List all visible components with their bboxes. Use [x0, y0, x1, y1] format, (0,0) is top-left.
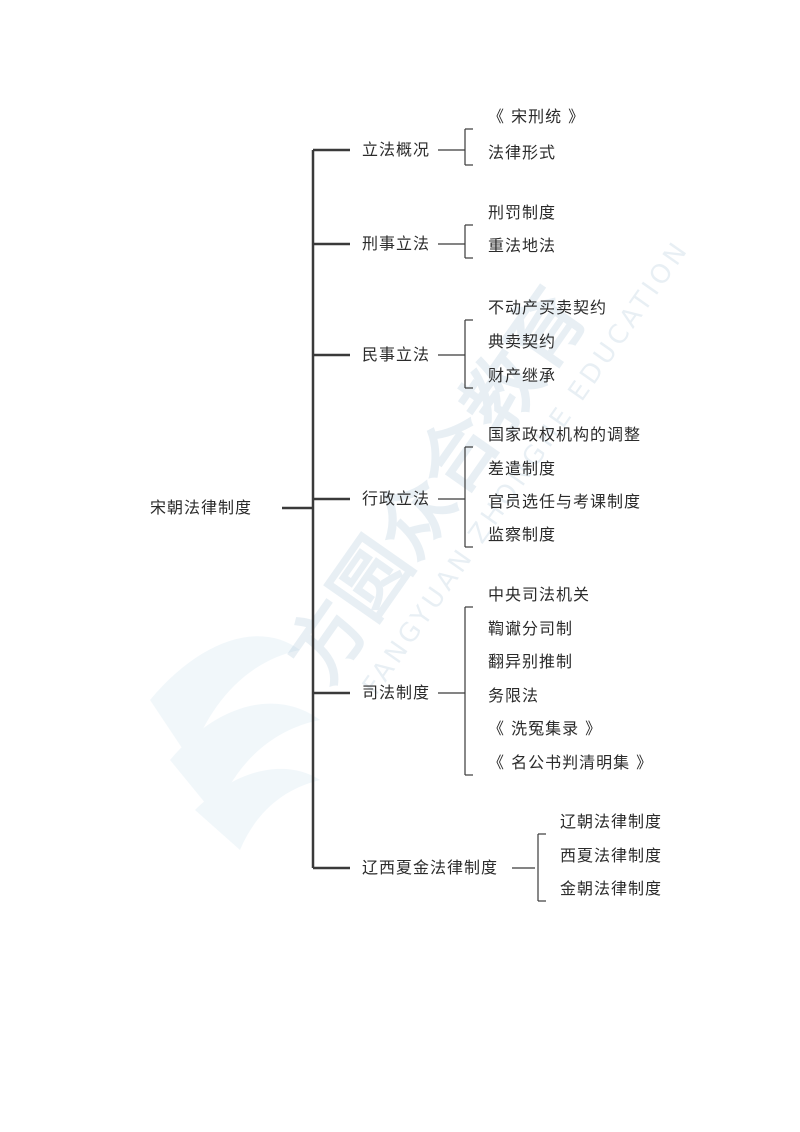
child-label: 财产继承 — [488, 366, 557, 385]
root-label: 宋朝法律制度 — [150, 498, 253, 517]
child-label: 《 名公书判清明集 》 — [488, 753, 654, 772]
branch-label: 立法概况 — [362, 140, 431, 159]
child-label: 鞫谳分司制 — [488, 619, 574, 638]
branch-label: 刑事立法 — [362, 234, 431, 253]
child-label: 重法地法 — [488, 236, 557, 255]
child-label: 中央司法机关 — [488, 585, 591, 604]
child-label: 不动产买卖契约 — [488, 298, 608, 317]
branch-label: 民事立法 — [362, 345, 431, 364]
branch-label: 司法制度 — [362, 683, 431, 702]
child-label: 《 宋刑统 》 — [488, 107, 586, 126]
child-label: 翻异别推制 — [488, 652, 574, 671]
child-label: 《 洗冤集录 》 — [488, 719, 603, 738]
child-label: 国家政权机构的调整 — [488, 425, 642, 444]
child-label: 典卖契约 — [488, 332, 557, 351]
child-label: 金朝法律制度 — [560, 879, 663, 898]
child-label: 监察制度 — [488, 525, 557, 544]
child-label: 刑罚制度 — [488, 203, 557, 222]
child-label: 西夏法律制度 — [560, 846, 663, 865]
child-label: 官员选任与考课制度 — [488, 492, 642, 511]
branch-label: 辽西夏金法律制度 — [362, 858, 499, 877]
child-label: 辽朝法律制度 — [560, 812, 663, 831]
branch-label: 行政立法 — [362, 489, 431, 508]
child-label: 务限法 — [488, 686, 540, 705]
child-label: 法律形式 — [488, 143, 557, 162]
child-label: 差遣制度 — [488, 459, 557, 478]
